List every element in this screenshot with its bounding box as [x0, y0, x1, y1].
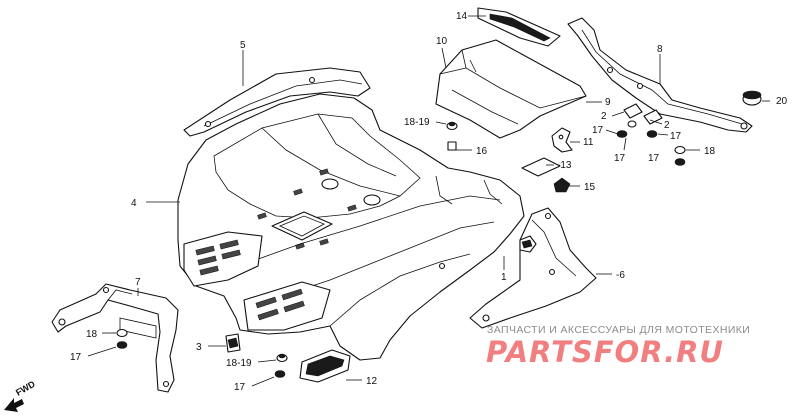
part-16-18-19-hardware — [446, 121, 458, 151]
callout-3: 3 — [196, 342, 202, 353]
callout-17-e: 17 — [70, 352, 82, 363]
hardware-cluster — [616, 103, 663, 138]
part-3-hardware — [225, 333, 288, 378]
part-4-rear-fender — [177, 93, 525, 361]
part-5-guard — [183, 67, 371, 137]
callout-9: 9 — [605, 97, 611, 108]
callout-17-a: 17 — [592, 125, 604, 136]
callout-10: 10 — [436, 36, 448, 47]
callout-16: 16 — [476, 146, 488, 157]
watermark-tagline: ЗАПЧАСТИ И АКСЕССУАРЫ ДЛЯ МОТОТЕХНИКИ — [487, 324, 750, 336]
callout-17-c: 17 — [614, 153, 626, 164]
callout-18-right: 18 — [704, 146, 716, 157]
fwd-label: FWD — [14, 379, 37, 398]
part-20-cap — [742, 90, 762, 106]
callout-5: 5 — [240, 40, 246, 51]
callout-11: 11 — [583, 137, 594, 148]
callout-12: 12 — [366, 376, 378, 387]
leader-lines — [87, 15, 770, 387]
part-14-strip — [477, 7, 561, 47]
callout-20: 20 — [776, 96, 788, 107]
callout-14: 14 — [456, 11, 468, 22]
callout-17-f: 17 — [234, 382, 246, 393]
part-1-clip — [519, 235, 537, 253]
part-13-plate — [521, 157, 561, 177]
part-10-box — [435, 39, 587, 139]
bracket-7-hardware — [116, 328, 128, 349]
part-11-bracket — [551, 127, 573, 153]
callout-2-right: 2 — [664, 120, 670, 131]
part-15-grommet — [553, 177, 571, 193]
callout-7: 7 — [135, 277, 141, 288]
callout-2-left: 2 — [601, 111, 607, 122]
callout-17-d: 17 — [648, 153, 660, 164]
callout-4: 4 — [131, 198, 137, 209]
callout-17-b: 17 — [670, 131, 682, 142]
fwd-direction-marker: FWD — [4, 379, 37, 412]
right-washer-hardware — [674, 145, 686, 166]
part-6-mudflap — [469, 207, 597, 329]
watermark: ЗАПЧАСТИ И АКСЕССУАРЫ ДЛЯ МОТОТЕХНИКИ PA… — [486, 324, 750, 369]
callout-18-left: 18 — [86, 329, 98, 340]
callout-18-19-bottom: 18-19 — [226, 358, 252, 369]
callout-numbers: 14 5 10 8 9 20 18-19 16 2 2 17 17 17 17 … — [70, 11, 788, 393]
callout-18-19-top: 18-19 — [404, 117, 430, 128]
part-12-emblem — [299, 349, 351, 383]
arrow-icon — [4, 398, 24, 412]
callout-15: 15 — [584, 182, 596, 193]
watermark-logo: PARTSFOR.RU — [486, 335, 724, 369]
callout-6: -6 — [616, 270, 625, 281]
callout-13: -13 — [557, 160, 572, 171]
callout-1: 1 — [501, 272, 507, 283]
callout-8: 8 — [657, 44, 663, 55]
part-8-bracket — [567, 17, 753, 133]
part-7-bracket — [51, 283, 179, 393]
